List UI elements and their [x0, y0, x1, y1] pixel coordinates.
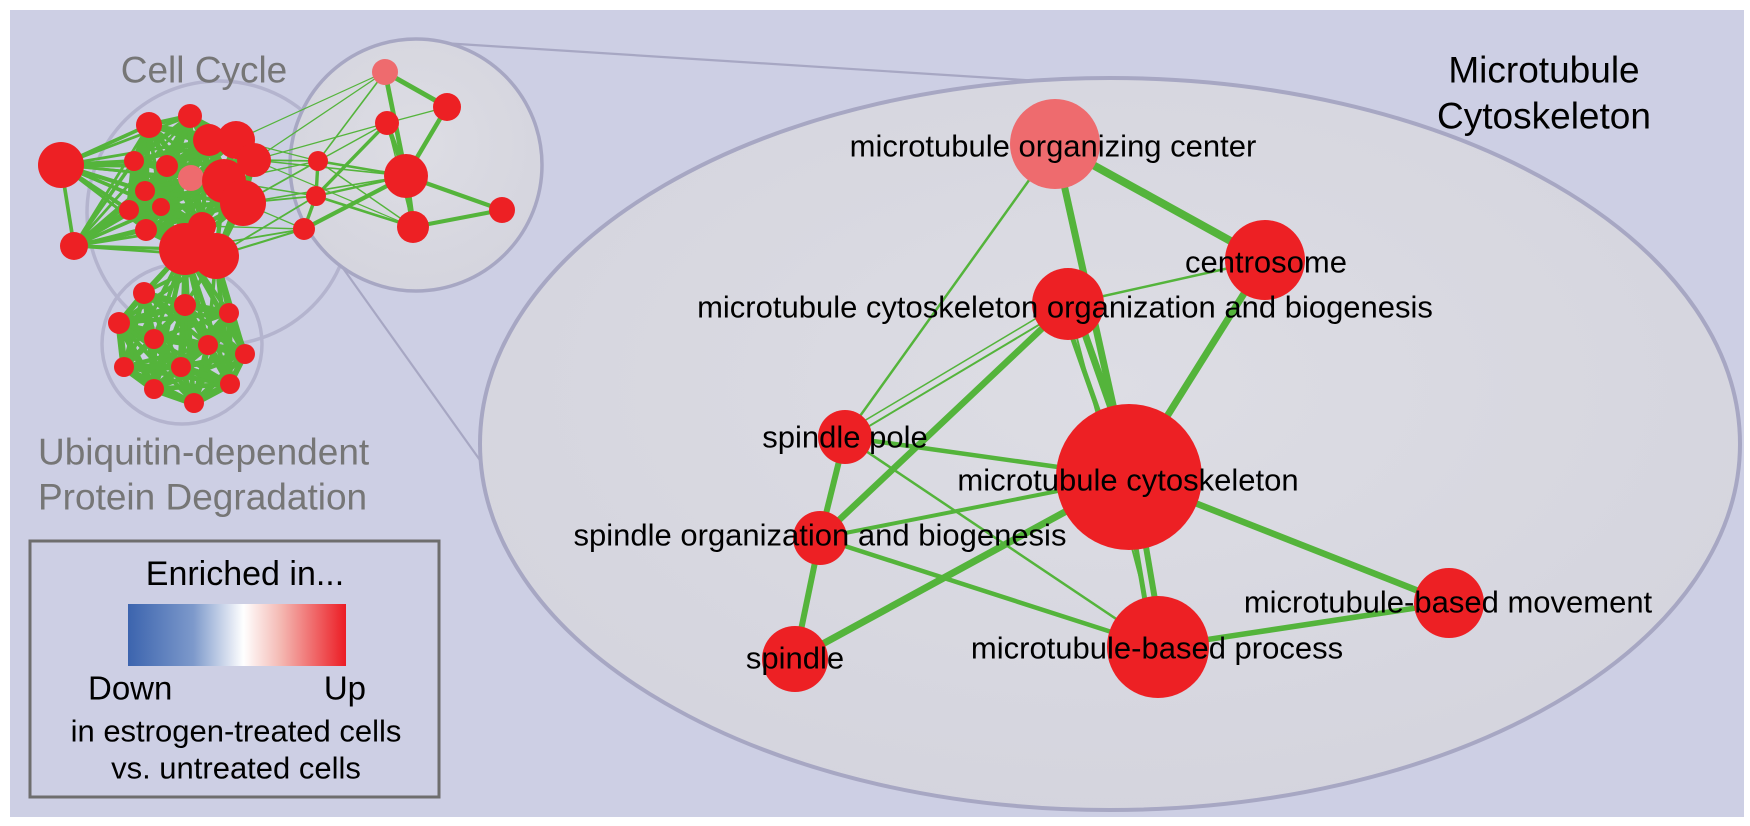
overview-node-c12	[135, 181, 155, 201]
legend-title: Enriched in...	[146, 555, 344, 593]
overview-node-u08	[114, 357, 134, 377]
overview-node-m_cen	[433, 93, 461, 121]
legend-box	[28, 539, 441, 799]
node-spindle-pole	[818, 410, 872, 464]
label-spindle: spindle	[746, 641, 844, 676]
overview-node-m_moc	[372, 59, 398, 85]
overview-node-c06	[237, 143, 271, 177]
overview-edge	[317, 71, 386, 162]
overview-node-c14	[152, 198, 170, 216]
node-microtubule-cytoskeleton	[1056, 404, 1202, 550]
overview-node-m_spi	[293, 218, 315, 240]
node-microtubule-based-movement	[1414, 568, 1484, 638]
cell-cycle-label: Cell Cycle	[121, 50, 288, 91]
overview-node-c04	[193, 124, 225, 156]
detail-edge-orb-sor	[817, 301, 1071, 541]
overview-edge	[315, 194, 414, 229]
legend: Enriched in... Down Up in estrogen-treated …	[28, 539, 441, 799]
overview-node-c07	[124, 151, 144, 171]
label-spindle-pole: spindle pole	[762, 420, 927, 455]
overview-edge	[123, 342, 209, 370]
node-microtubule-based-process	[1107, 596, 1209, 698]
overview-node-c03	[178, 104, 202, 128]
overview-edge	[253, 159, 407, 177]
overview-node-m_pol	[308, 151, 328, 171]
overview-edge	[73, 205, 162, 248]
overview-node-c11	[220, 180, 266, 226]
overview-node-c08	[156, 155, 178, 177]
label-microtubule-based-movement: microtubule-based movement	[1244, 585, 1653, 620]
overview-edge	[72, 159, 136, 248]
node-spindle	[762, 626, 828, 692]
overview-node-u03	[219, 303, 239, 323]
overview-node-m_mov	[489, 197, 515, 223]
overview-node-u04	[108, 312, 130, 334]
overview-node-u10	[144, 379, 164, 399]
overview-node-c15	[135, 219, 157, 241]
overview-edge	[317, 122, 388, 162]
label-centrosome: centrosome	[1185, 245, 1347, 280]
overview-edge	[253, 122, 388, 161]
overview-network	[38, 59, 515, 413]
label-microtubule-cytoskeleton: microtubule cytoskeleton	[957, 463, 1298, 498]
node-microtubule-cytoskeleton-organization-and-biogenesis	[1032, 268, 1104, 340]
node-centrosome	[1225, 220, 1305, 300]
detail-edge-orb-pol	[846, 305, 1071, 441]
detail-network: microtubule organizing center centrosome m…	[574, 99, 1653, 698]
overview-node-u09	[171, 357, 191, 377]
legend-subtitle-line1: in estrogen-treated cells	[71, 714, 402, 749]
overview-node-u11	[220, 374, 240, 394]
detail-title-line2: Cytoskeleton	[1437, 96, 1651, 137]
detail-edge-pol-pro	[844, 435, 1159, 649]
detail-edge-moc-pol	[843, 143, 1057, 438]
overview-node-u07	[235, 344, 255, 364]
node-spindle-organization-and-biogenesis	[793, 511, 847, 565]
legend-down-label: Down	[88, 670, 172, 707]
magnifier-cone-line-2	[329, 249, 488, 471]
label-microtubule-based-process: microtubule-based process	[971, 631, 1343, 666]
overview-edge	[201, 225, 305, 230]
label-spindle-organization-and-biogenesis: spindle organization and biogenesis	[574, 518, 1067, 553]
overview-edge	[235, 71, 386, 141]
ubiquitin-label-line1: Ubiquitin-dependent	[38, 432, 370, 473]
detail-title-line1: Microtubule	[1448, 50, 1639, 91]
overview-node-c18	[193, 233, 239, 279]
overview-node-m_pro	[397, 211, 429, 243]
overview-edge	[253, 159, 414, 228]
label-microtubule-cytoskeleton-organization-and-biogenesis: microtubule cytoskeleton organization an…	[697, 290, 1433, 325]
overview-node-u06	[198, 335, 218, 355]
overview-node-c01	[38, 142, 84, 188]
overview-node-c02	[136, 112, 162, 138]
overview-edge	[253, 71, 386, 161]
overview-edge	[314, 121, 389, 198]
overview-node-c09	[178, 165, 204, 191]
legend-gradient-bar	[128, 604, 346, 666]
overview-node-m_sor	[306, 186, 326, 206]
overview-node-c19	[188, 212, 216, 240]
overview-node-u05	[144, 329, 164, 349]
overview-node-u02	[174, 294, 196, 316]
overview-node-m_orb	[375, 111, 399, 135]
detail-edge-pro-sor	[819, 535, 1159, 650]
node-microtubule-organizing-center	[1010, 99, 1100, 189]
overview-node-u12	[184, 393, 204, 413]
overview-node-u01	[133, 282, 155, 304]
ubiquitin-label-line2: Protein Degradation	[38, 477, 367, 518]
legend-up-label: Up	[324, 670, 366, 707]
overview-node-c16	[60, 232, 88, 260]
detail-edge-orb-pol	[842, 299, 1067, 435]
overview-node-c13	[119, 200, 139, 220]
overview-node-m_cyt	[384, 154, 428, 198]
label-microtubule-organizing-center: microtubule organizing center	[850, 129, 1257, 164]
overview-edge	[317, 160, 414, 228]
magnifier-cone-line-1	[426, 40, 1089, 86]
legend-subtitle-line2: vs. untreated cells	[111, 751, 361, 786]
